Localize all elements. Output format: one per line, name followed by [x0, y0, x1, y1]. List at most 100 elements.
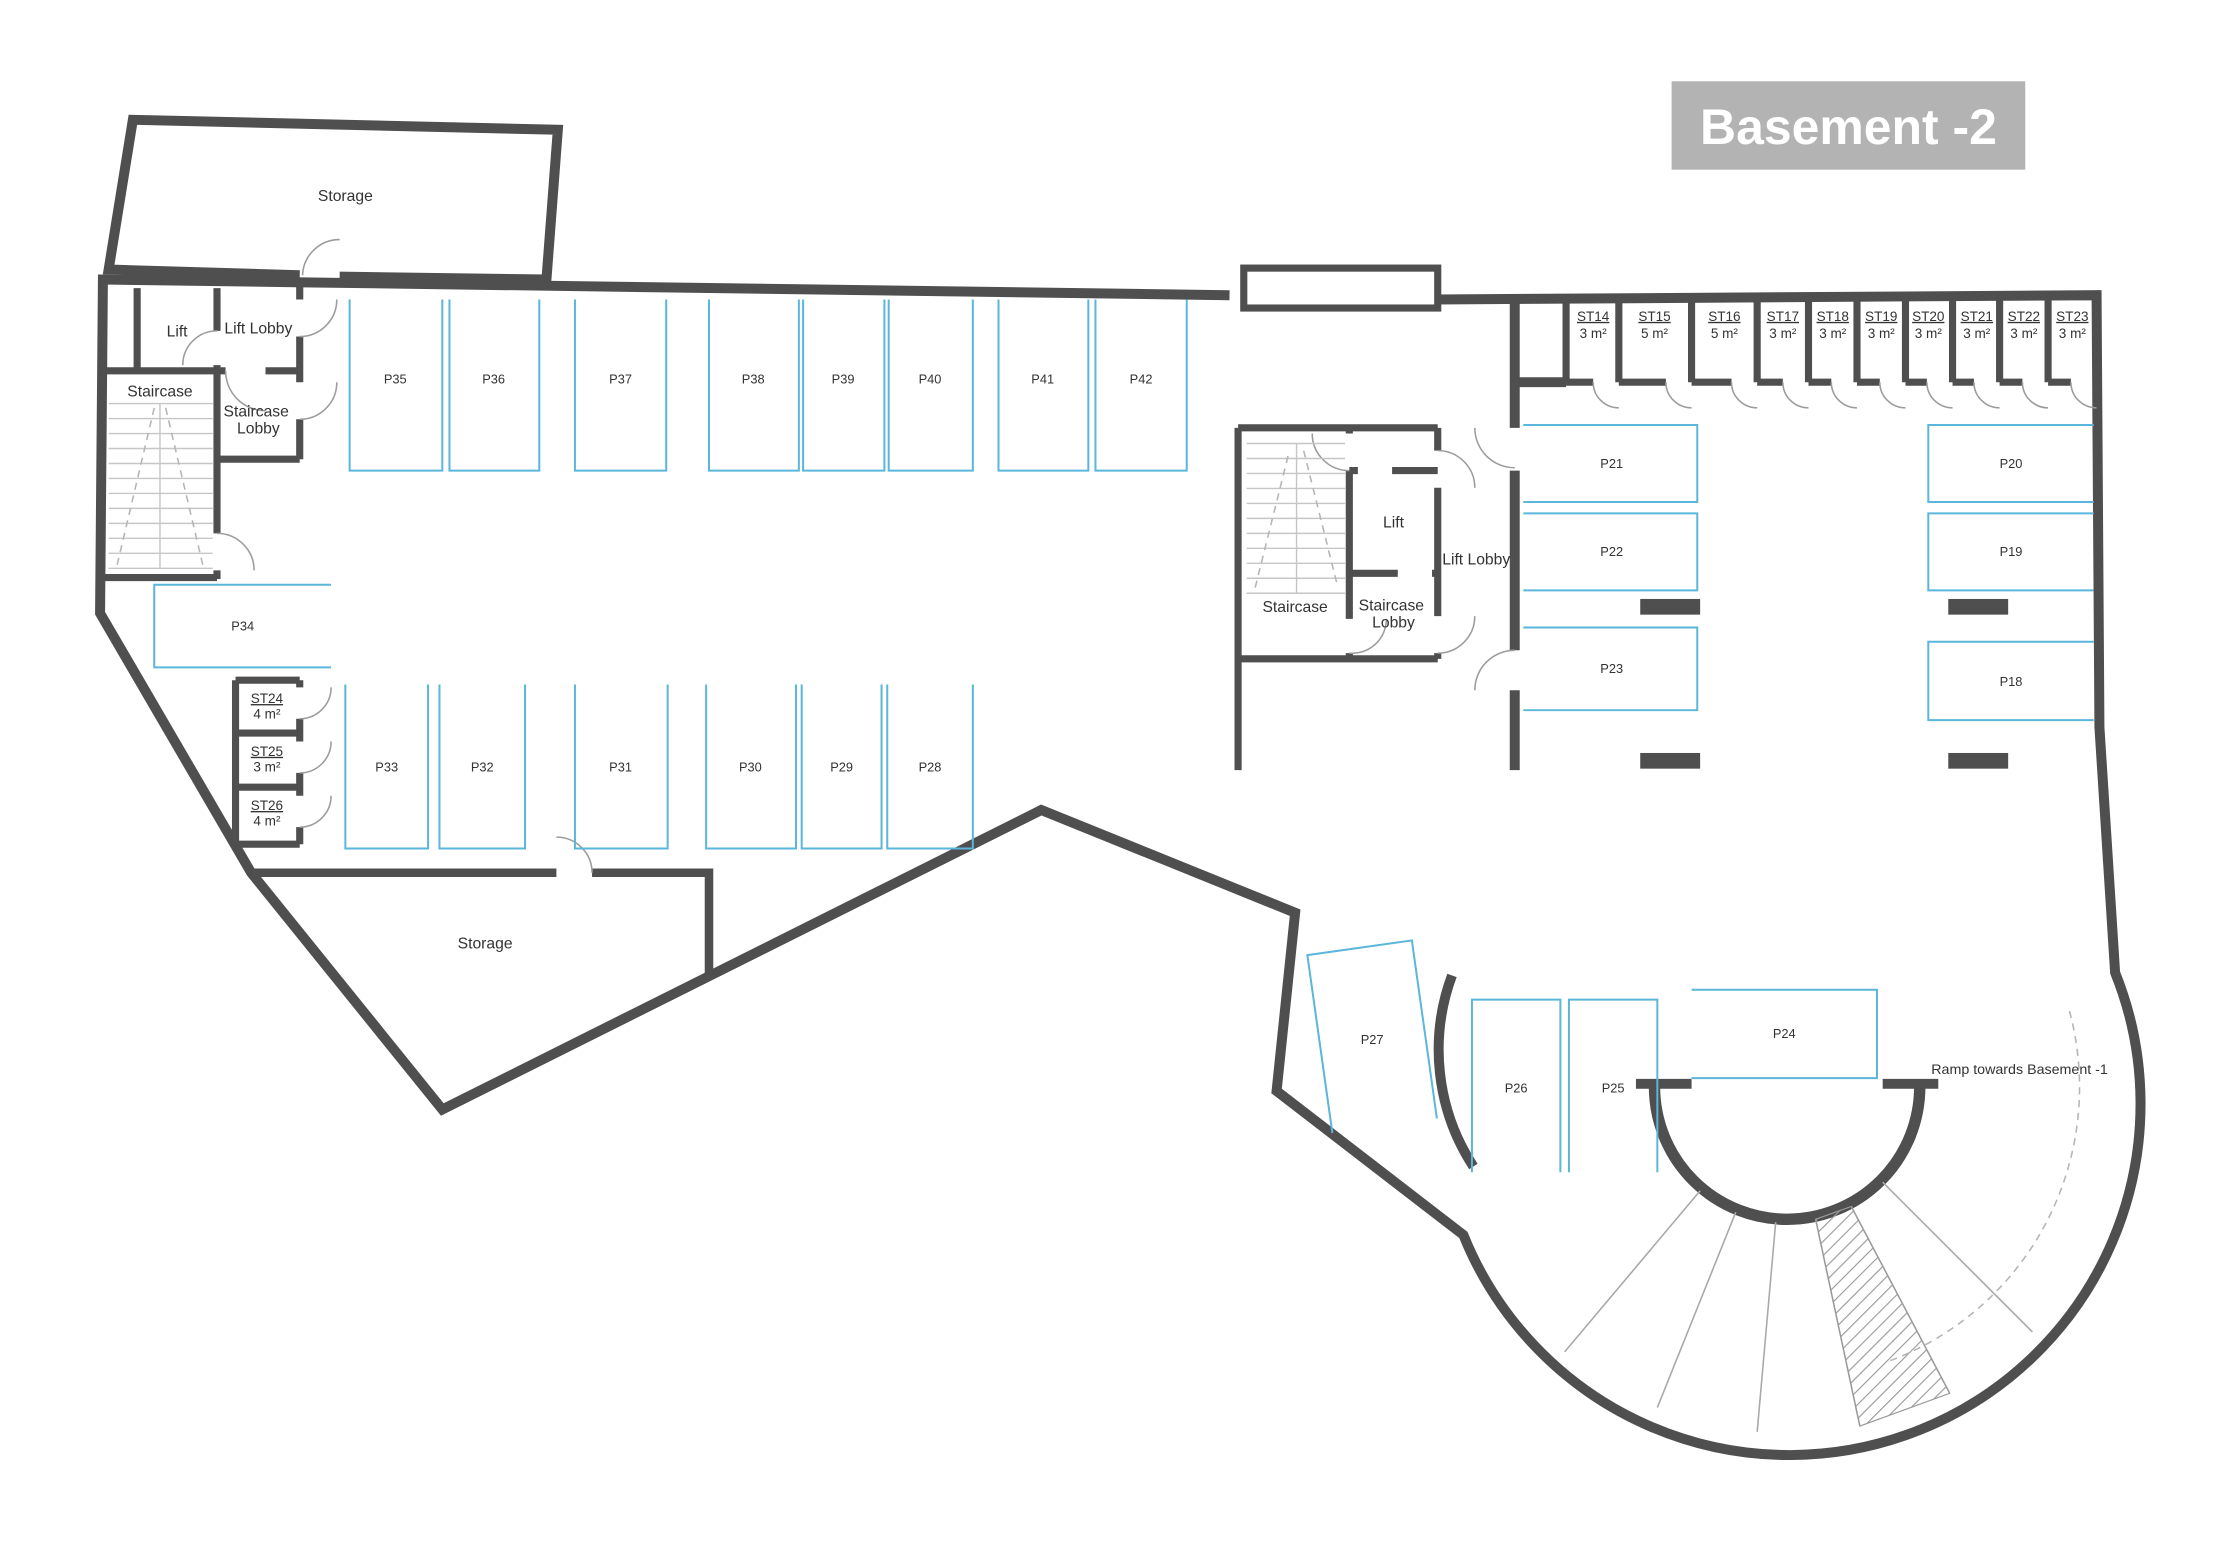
storage-bottom-label: Storage [458, 935, 513, 952]
wheel-stop [1948, 752, 2009, 769]
storage-unit-labels-top: ST14 3 m² ST15 5 m² ST16 5 m² ST17 3 m² … [1577, 309, 2089, 341]
storage-unit-id: ST19 [1865, 309, 1897, 324]
stair-treads [108, 402, 1346, 594]
stall-p38 [708, 299, 800, 472]
storage-unit-id: ST14 [1577, 309, 1610, 324]
storage-unit-id: ST18 [1817, 309, 1849, 324]
parking-label-p40: P40 [919, 372, 942, 387]
lift-right-label: Lift [1383, 515, 1405, 532]
parking-label-p20: P20 [2000, 456, 2023, 471]
storage-unit-area: 3 m² [1580, 326, 1608, 341]
title-banner-bg [1671, 81, 2026, 170]
title-text: Basement -2 [1700, 99, 1997, 155]
stall-p30 [705, 684, 797, 850]
staircase-lobby-right-label: Staircase Lobby [1359, 597, 1429, 631]
left-staircase-treads [108, 402, 213, 570]
ramp [1564, 1010, 2081, 1432]
stair-direction-dashes [116, 407, 1339, 588]
parking-stalls [153, 299, 2094, 1173]
stall-p36 [448, 299, 541, 472]
stall-p25 [1567, 998, 1659, 1173]
ramp-hatched-wedge [1814, 1205, 1951, 1427]
storage-unit-area: 3 m² [253, 760, 281, 775]
wheel-stops [1640, 598, 2009, 769]
staircase-lobby-right-line1: Staircase [1359, 597, 1425, 614]
stall-p34 [153, 583, 332, 669]
stall-p27 [1306, 939, 1438, 1134]
stall-p32 [438, 684, 527, 850]
storage-unit-id: ST23 [2056, 309, 2088, 324]
parking-label-p36: P36 [482, 372, 505, 387]
door-arcs [181, 238, 2097, 873]
right-core-walls [1234, 424, 1442, 771]
wheel-stop [1948, 598, 2009, 615]
storage-unit-id: ST25 [251, 744, 283, 759]
stall-p22 [1523, 512, 1699, 592]
storage-unit-area: 3 m² [2010, 326, 2038, 341]
parking-label-p32: P32 [471, 760, 494, 775]
top-shaft [1240, 264, 1442, 312]
parking-label-p28: P28 [919, 760, 942, 775]
stall-p41 [997, 299, 1090, 472]
ramp-entry-curb-wall [1433, 973, 1478, 1170]
parking-label-p38: P38 [742, 372, 765, 387]
right-core-door-arcs [1311, 427, 1515, 691]
title-banner: Basement -2 [1671, 81, 2026, 170]
lift-lobby-left-label: Lift Lobby [224, 321, 292, 338]
outer-walls [95, 114, 2146, 1461]
parking-label-p19: P19 [2000, 544, 2023, 559]
parking-label-p18: P18 [2000, 674, 2023, 689]
parking-label-p41: P41 [1031, 372, 1054, 387]
parking-label-p39: P39 [832, 372, 855, 387]
top-left-storage-wall [102, 114, 564, 285]
staircase-lobby-left-line2: Lobby [237, 421, 280, 438]
parking-label-p34: P34 [231, 618, 254, 633]
parking-label-p35: P35 [384, 372, 407, 387]
parking-label-p24: P24 [1773, 1026, 1796, 1041]
stall-p21 [1523, 423, 1699, 503]
parking-labels: P35 P36 P37 P38 P39 P40 P41 P42 P34 P33 … [231, 372, 2022, 1096]
lift-lobby-right-label: Lift Lobby [1442, 552, 1510, 569]
staircase-lobby-right-line2: Lobby [1372, 614, 1415, 631]
lift-left-label: Lift [167, 324, 189, 341]
storage-unit-area: 5 m² [1641, 326, 1669, 341]
stall-p37 [573, 299, 668, 472]
right-staircase-treads [1246, 442, 1346, 594]
stall-p18 [1927, 640, 2094, 722]
ramp-label: Ramp towards Basement -1 [1931, 1062, 2108, 1078]
staircase-lobby-left-line1: Staircase [224, 403, 290, 420]
storage-unit-area: 3 m² [1769, 326, 1797, 341]
stall-p33 [344, 684, 430, 850]
corridor-wall [1509, 299, 1567, 771]
storage-unit-id: ST24 [251, 691, 284, 706]
staircase-lobby-left-label: Staircase Lobby [224, 403, 294, 437]
main-outline-wall [95, 274, 2146, 1461]
storage-unit-area: 3 m² [1868, 326, 1896, 341]
storage-unit-area: 4 m² [253, 814, 281, 829]
storage-row-top-walls [1562, 295, 2071, 386]
storage-unit-area: 3 m² [1819, 326, 1847, 341]
parking-label-p33: P33 [375, 760, 398, 775]
wheel-stop [1640, 752, 1701, 769]
parking-label-p42: P42 [1130, 372, 1153, 387]
storage-unit-id: ST17 [1767, 309, 1799, 324]
storage-unit-labels-left: ST24 4 m² ST25 3 m² ST26 4 m² [251, 691, 284, 829]
bottom-storage-wall [251, 868, 714, 976]
storage-row-left-walls [231, 676, 304, 848]
storage-top-label: Storage [318, 188, 373, 205]
storage-row-top-door-arcs [1592, 382, 2097, 409]
staircase-right-label: Staircase [1262, 599, 1328, 616]
storage-unit-id: ST26 [251, 798, 283, 813]
storage-unit-id: ST16 [1708, 309, 1740, 324]
wheel-stop [1640, 598, 1701, 615]
stall-p19 [1927, 512, 2094, 592]
parking-label-p21: P21 [1600, 456, 1623, 471]
parking-label-p31: P31 [609, 760, 632, 775]
parking-label-p25: P25 [1602, 1080, 1625, 1095]
storage-unit-id: ST15 [1638, 309, 1670, 324]
storage-unit-id: ST21 [1961, 309, 1993, 324]
stall-p24 [1691, 988, 1878, 1080]
stall-p31 [573, 684, 669, 850]
stall-p40 [887, 299, 974, 472]
